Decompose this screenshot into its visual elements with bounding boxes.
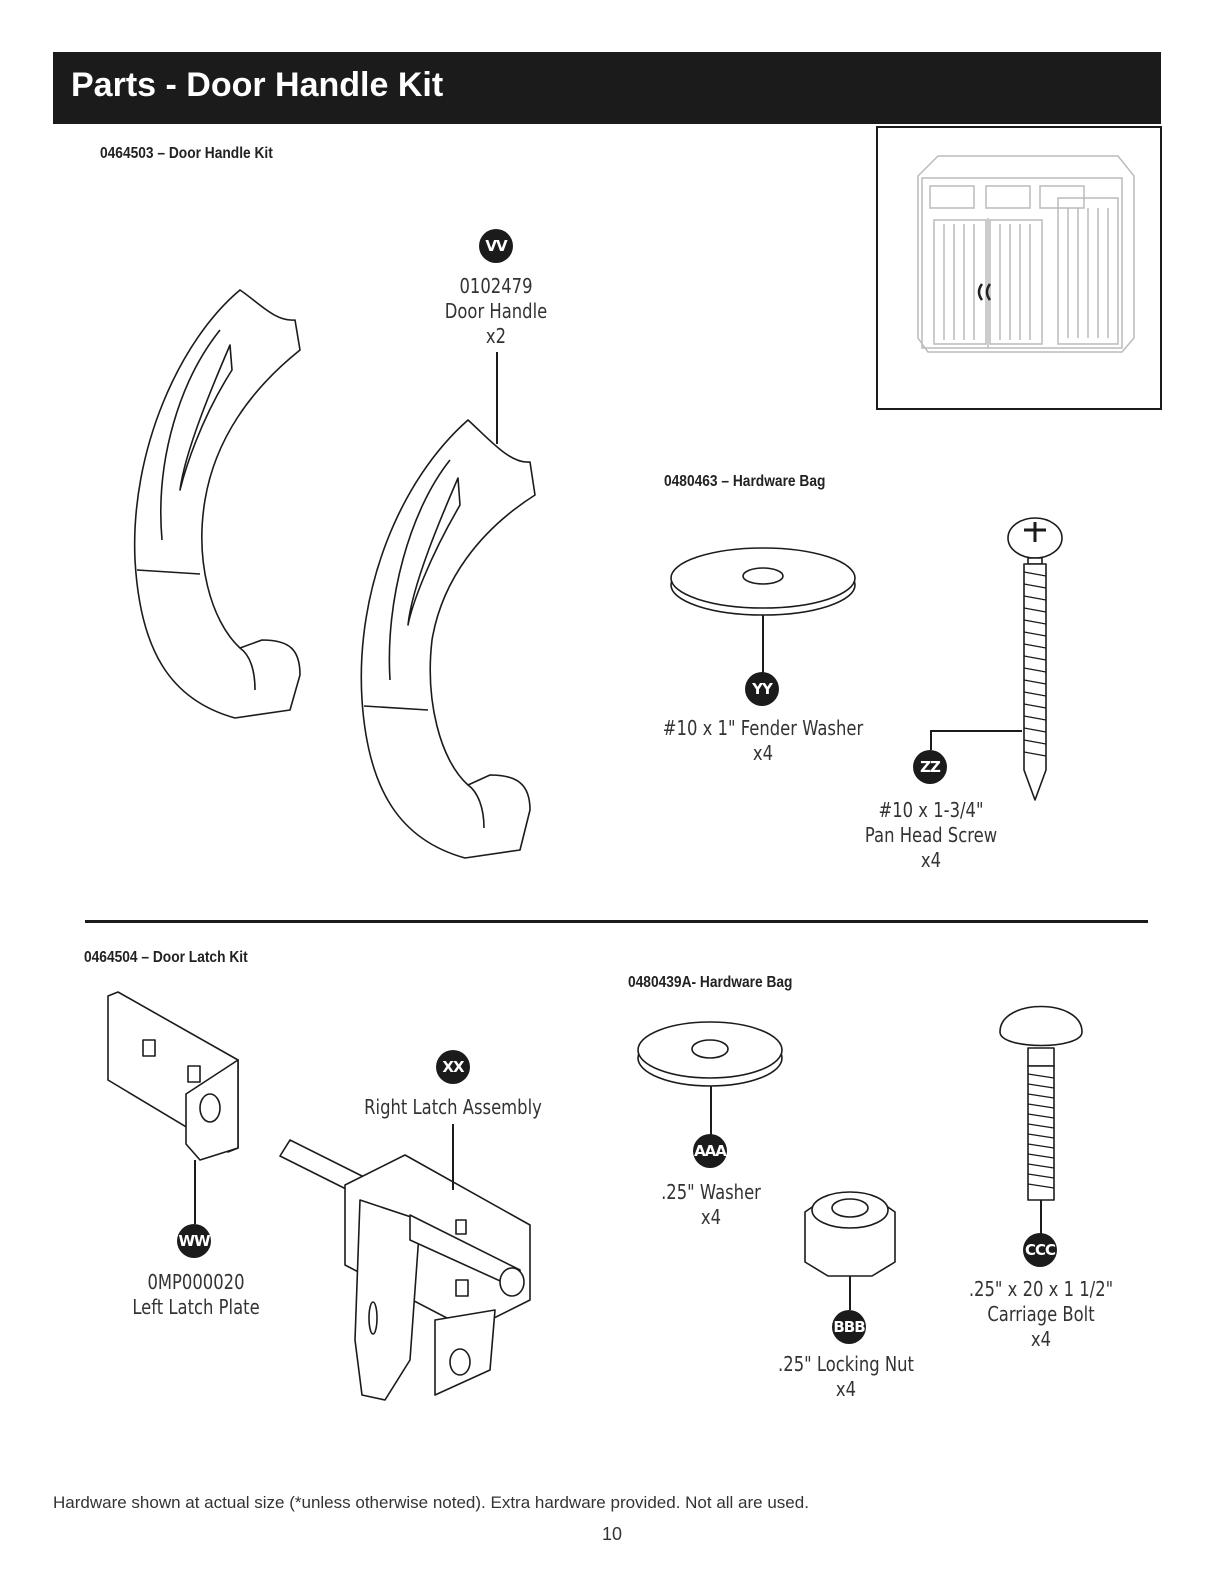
leader-line [849, 1276, 851, 1310]
carriage-bolt-label: .25" x 20 x 1 1/2" Carriage Bolt x4 [939, 1277, 1144, 1352]
part-name: Door Handle [444, 299, 548, 323]
part-name: Left Latch Plate [132, 1295, 260, 1319]
part-qty: x4 [920, 848, 942, 872]
locking-nut-label: .25" Locking Nut x4 [756, 1352, 936, 1402]
part-qty: x2 [485, 324, 507, 348]
washer-label: .25" Washer x4 [629, 1180, 793, 1230]
leader-line [194, 1160, 196, 1224]
part-name: .25" Washer [661, 1180, 761, 1204]
badge-ww: WW [177, 1224, 211, 1258]
badge-zz: ZZ [913, 750, 947, 784]
badge-bbb: BBB [832, 1310, 866, 1344]
part-name: #10 x 1" Fender Washer [662, 716, 864, 740]
part-qty: x4 [835, 1377, 857, 1401]
right-latch-assembly-label: Right Latch Assembly [364, 1095, 542, 1119]
part-qty: x4 [1030, 1327, 1052, 1351]
leader-line [762, 615, 764, 673]
section-divider [85, 920, 1148, 923]
leader-line [1040, 1200, 1042, 1234]
handle-kit-title: 0464503 – Door Handle Kit [100, 145, 273, 162]
leader-line [930, 730, 932, 750]
shed-illustration [917, 155, 1135, 353]
part-name: #10 x 1-3/4" [878, 798, 984, 822]
left-latch-plate-label: 0MP000020 Left Latch Plate [114, 1270, 278, 1320]
footer-note: Hardware shown at actual size (*unless o… [53, 1493, 809, 1512]
section-header: Parts - Door Handle Kit [53, 52, 1161, 124]
leader-line [452, 1124, 454, 1190]
page-number: 10 [601, 1524, 623, 1544]
part-qty: x4 [700, 1205, 722, 1229]
badge-ccc: CCC [1023, 1233, 1057, 1267]
shed-location-inset [876, 126, 1162, 410]
leader-line [496, 352, 498, 444]
badge-xx: XX [436, 1050, 470, 1084]
part-code: 0102479 [459, 274, 533, 298]
badge-aaa: AAA [693, 1134, 727, 1168]
fender-washer-label: #10 x 1" Fender Washer x4 [640, 716, 886, 766]
handle-bag-title: 0480463 – Hardware Bag [664, 473, 826, 490]
part-qty: x4 [752, 741, 774, 765]
door-handle-illustration [133, 289, 1063, 859]
page-title: Parts - Door Handle Kit [71, 66, 444, 104]
latch-bag-title: 0480439A- Hardware Bag [628, 974, 793, 991]
badge-yy: YY [745, 672, 779, 706]
leader-line [930, 730, 1022, 732]
part-name: .25" x 20 x 1 1/2" [968, 1277, 1114, 1301]
part-name-2: Pan Head Screw [864, 823, 998, 847]
leader-line [710, 1086, 712, 1136]
part-code: 0MP000020 [147, 1270, 245, 1294]
part-name-2: Carriage Bolt [987, 1302, 1095, 1326]
part-name: .25" Locking Nut [778, 1352, 914, 1376]
latch-kit-title: 0464504 – Door Latch Kit [84, 949, 248, 966]
door-handle-label: 0102479 Door Handle x2 [414, 274, 578, 349]
badge-vv: VV [479, 229, 513, 263]
pan-head-screw-label: #10 x 1-3/4" Pan Head Screw x4 [849, 798, 1013, 873]
